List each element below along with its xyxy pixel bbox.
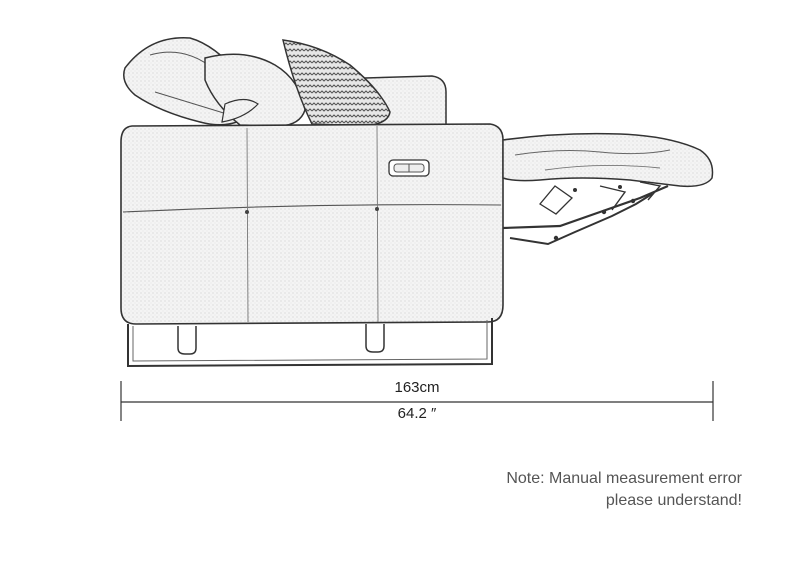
rear-foot (365, 324, 385, 353)
middle-pillow (204, 53, 306, 127)
patterned-pillow (282, 39, 391, 127)
width-dimension-line (120, 381, 714, 421)
measurement-note-line-1: Note: Manual measurement error (506, 470, 742, 487)
width-metric-label: 163cm (394, 379, 440, 396)
front-foot (177, 326, 197, 355)
sofa-base-frame (127, 318, 493, 368)
width-imperial-label: 64.2 ″ (397, 405, 437, 422)
extended-footrest (502, 132, 714, 188)
sofa-armrest (120, 123, 504, 325)
power-control-panel (388, 159, 430, 177)
recliner-mechanism (502, 181, 669, 246)
measurement-note-line-2: please understand! (605, 492, 742, 509)
